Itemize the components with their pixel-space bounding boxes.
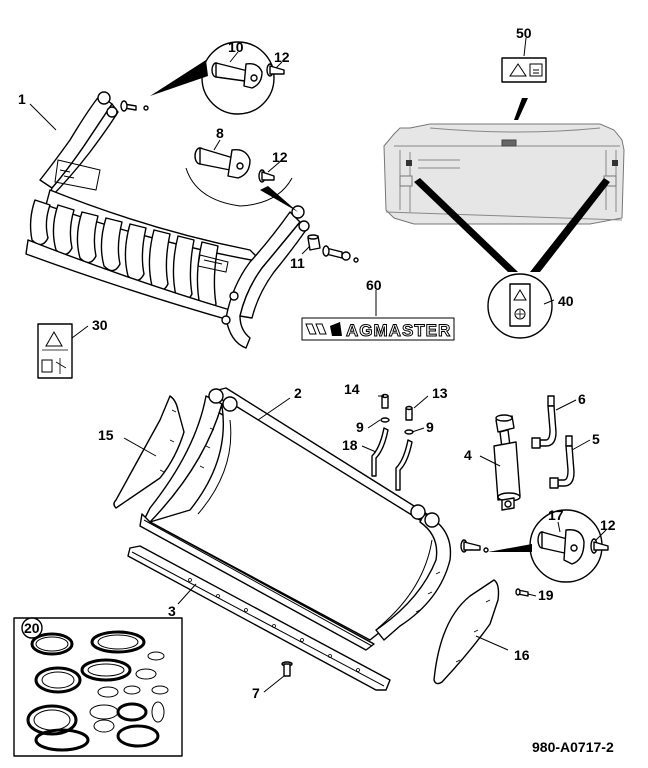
pin-detail-bottom: [460, 509, 609, 583]
decal-part-50: [501, 57, 547, 83]
callout-2: 2: [294, 385, 302, 401]
cutting-edge-part-3: [127, 545, 391, 691]
callout-10: 10: [228, 39, 244, 55]
callout-6: 6: [578, 391, 586, 407]
callout-14: 14: [344, 381, 360, 397]
decal-part-40: [487, 273, 553, 339]
callout-60: 60: [366, 277, 382, 293]
callout-50: 50: [516, 25, 532, 41]
side-plate-part-16: [433, 579, 500, 685]
decal-brand-text: AGMASTER: [346, 321, 451, 340]
callout-16: 16: [514, 647, 530, 663]
callout-labels: 1 2 3 4 5 6 7 8 9 9 10 11 12 12 12 13 14…: [18, 25, 616, 701]
callout-4: 4: [464, 447, 472, 463]
callout-18: 18: [342, 437, 358, 453]
callout-17: 17: [548, 507, 564, 523]
hose-part-6: [531, 395, 557, 449]
grapple-tines: [29, 199, 219, 312]
callout-1: 1: [18, 91, 26, 107]
callout-8: 8: [216, 125, 224, 141]
callout-12-bottom: 12: [600, 517, 616, 533]
bucket-part-2: [139, 387, 452, 651]
fittings-group: [371, 393, 414, 491]
seal-kit-part-20: [13, 617, 183, 757]
decal-part-60: AGMASTER: [301, 317, 455, 341]
pin-detail-middle: [185, 147, 298, 212]
callout-12-middle: 12: [272, 149, 288, 165]
bushing-part-11: [307, 234, 359, 263]
callout-11: 11: [290, 255, 305, 271]
bolt-part-19: [515, 588, 529, 597]
callout-7: 7: [252, 685, 260, 701]
callout-30: 30: [92, 317, 108, 333]
callout-5: 5: [592, 431, 600, 447]
bucket-rear-view: [383, 98, 625, 272]
callout-3: 3: [168, 603, 176, 619]
callout-9-left: 9: [356, 419, 364, 435]
hydraulic-cylinder-part-4: [493, 414, 521, 511]
callout-13: 13: [432, 385, 448, 401]
callout-12-top: 12: [274, 49, 290, 65]
pin-detail-top: [120, 41, 285, 115]
callout-9-right: 9: [426, 419, 434, 435]
callout-15: 15: [98, 427, 114, 443]
decal-part-30: [37, 323, 73, 379]
callout-19: 19: [538, 587, 554, 603]
grapple-arm-part-1: [25, 91, 310, 349]
bolt-part-7: [281, 661, 293, 677]
callout-40: 40: [558, 293, 574, 309]
leader-lines: [29, 37, 607, 693]
drawing-reference-code: 980-A0717-2: [532, 739, 614, 755]
callout-20: 20: [24, 620, 40, 636]
hose-part-5: [549, 435, 575, 489]
